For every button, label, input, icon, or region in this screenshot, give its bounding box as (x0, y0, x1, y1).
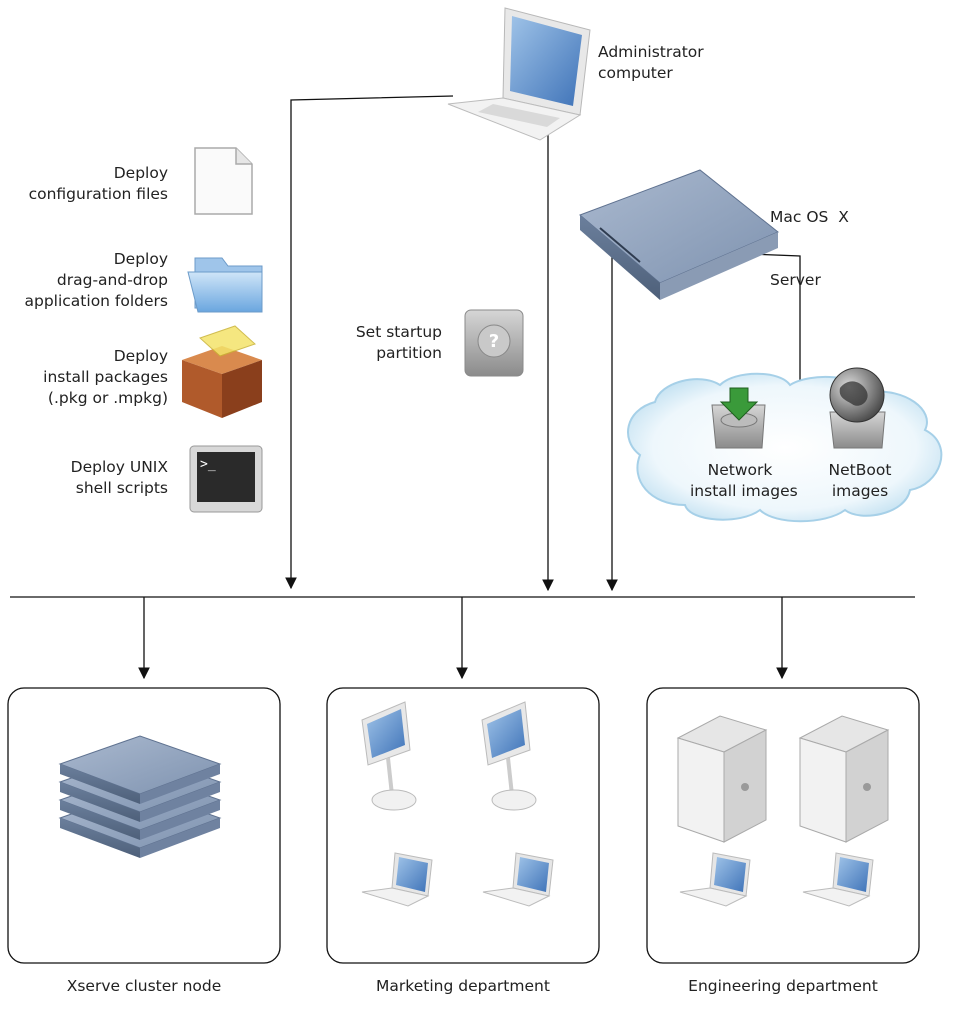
mac-os-x-server-icon (579, 169, 779, 300)
xserve-cluster-node-label: Xserve cluster node (66, 977, 222, 995)
engineering-department-label: Engineering department (688, 977, 878, 995)
xserve-cluster-box (7, 687, 281, 964)
marketing-department-label: Marketing department (376, 977, 550, 995)
power-mac-tower-icon (676, 715, 768, 843)
engineering-department-box (646, 687, 920, 964)
imac-icon (361, 701, 417, 811)
terminal-prompt: >_ (200, 457, 216, 472)
mac-os-x-server-label: Mac OS X Server (770, 208, 849, 289)
laptop-icon (802, 852, 874, 907)
laptop-icon (679, 852, 751, 907)
startup-disk-icon: ? (464, 309, 524, 377)
netboot-globe-icon (829, 367, 886, 449)
terminal-icon: >_ (189, 445, 263, 513)
network-install-disk-icon (711, 387, 766, 449)
install-package-icon (182, 325, 262, 418)
config-file-icon (194, 147, 253, 215)
network-install-images-label: Network install images (690, 461, 798, 500)
svg-text:?: ? (489, 331, 499, 352)
netboot-images-label: NetBoot images (828, 461, 892, 500)
deploy-shell-scripts-label: Deploy UNIX shell scripts (70, 458, 168, 497)
set-startup-partition-label: Set startup partition (355, 323, 442, 362)
deploy-install-packages-label: Deploy install packages (.pkg or .mpkg) (43, 347, 168, 407)
xserve-stack-icon (58, 735, 222, 858)
laptop-icon (361, 852, 433, 907)
laptop-icon (482, 852, 554, 907)
marketing-department-box (326, 687, 600, 964)
deploy-application-folders-label: Deploy drag-and-drop application folders (24, 250, 169, 310)
deploy-configuration-files-label: Deploy configuration files (28, 164, 168, 203)
administrator-computer-label: Administrator computer (598, 43, 704, 82)
imac-icon (481, 701, 537, 811)
power-mac-tower-icon (798, 715, 890, 843)
administrator-laptop-icon (447, 7, 591, 141)
application-folder-icon (187, 257, 263, 313)
